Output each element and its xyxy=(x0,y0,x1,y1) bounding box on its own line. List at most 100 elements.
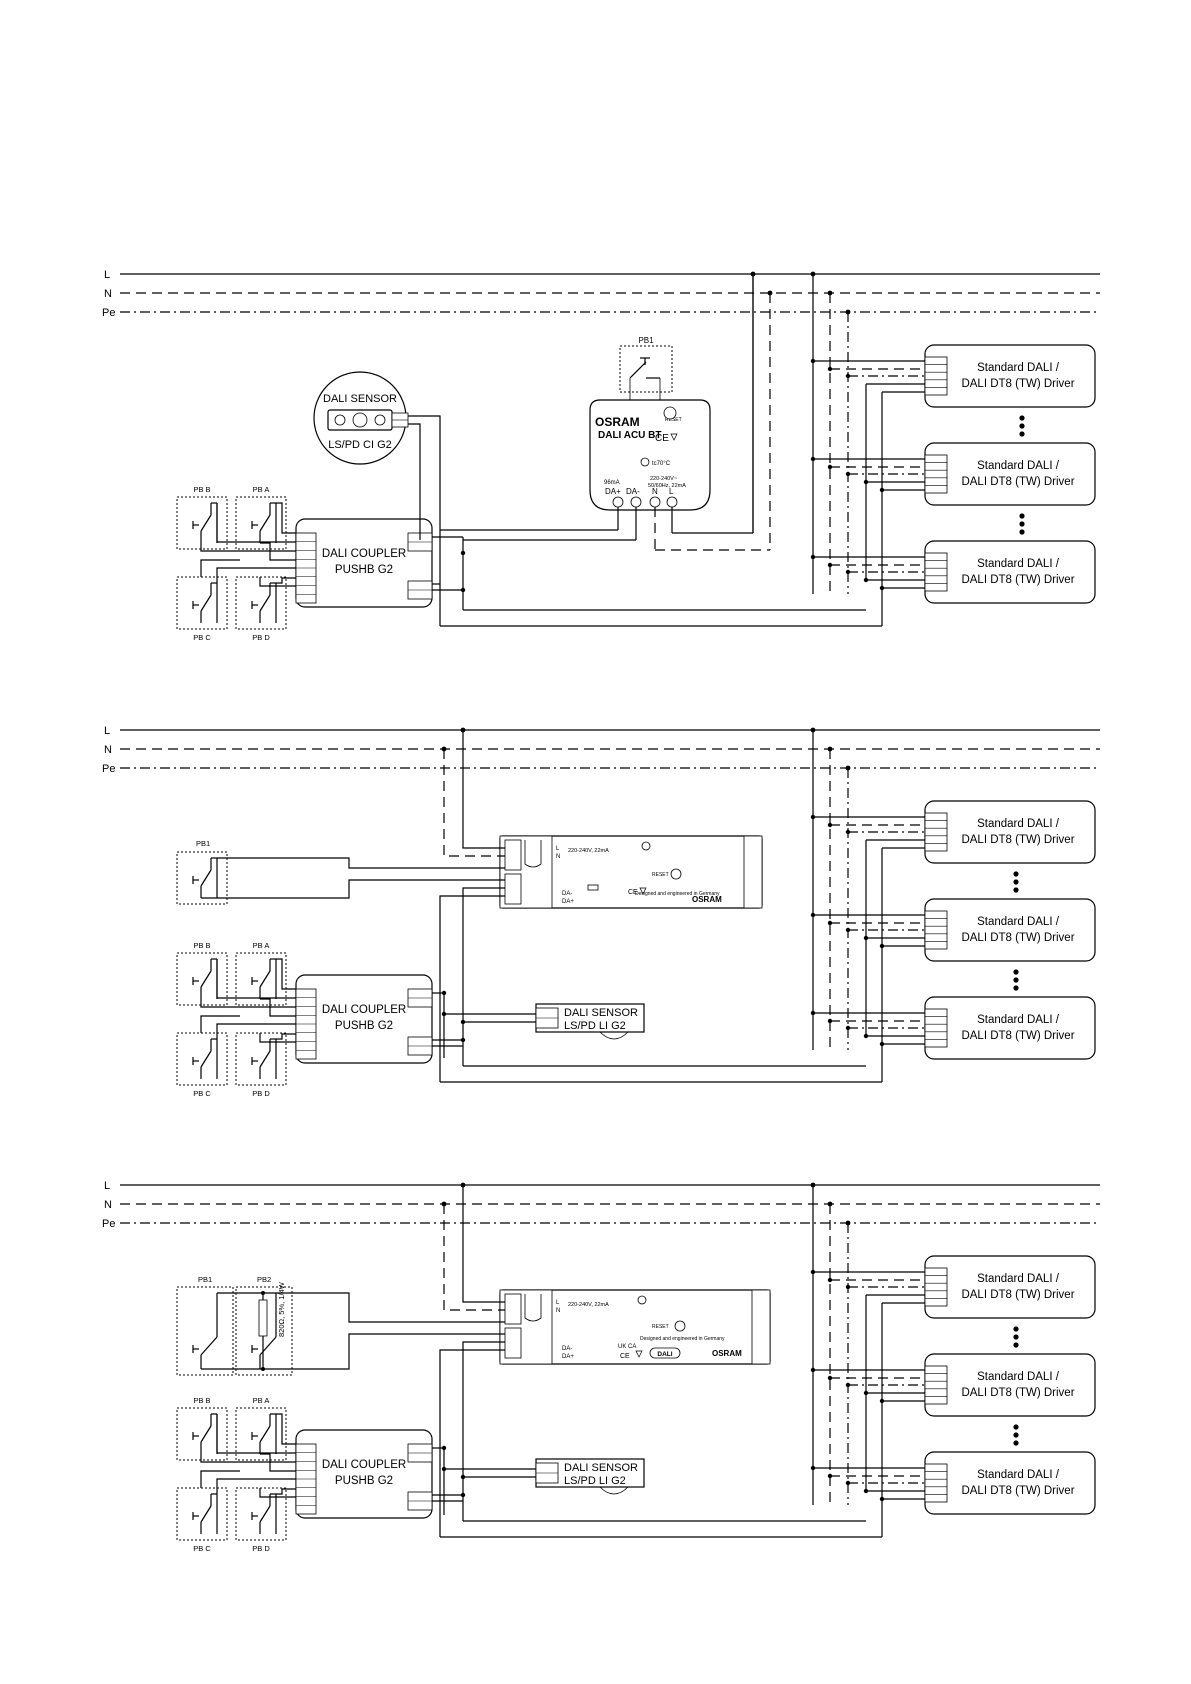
svg-text:L: L xyxy=(556,846,560,852)
svg-text:PUSHB G2: PUSHB G2 xyxy=(335,1475,393,1487)
ce-mark: CE xyxy=(628,889,638,896)
driver-label-2: DALI DT8 (TW) Driver xyxy=(961,574,1074,586)
svg-text:DALI SENSOR: DALI SENSOR xyxy=(564,1462,638,1474)
pb-b-1: PB B xyxy=(176,485,228,550)
svg-text:N: N xyxy=(104,744,112,756)
svg-text:Standard DALI /: Standard DALI / xyxy=(977,1469,1060,1481)
sensor-label-2: LS/PD CI G2 xyxy=(328,439,392,451)
acu-voltage: 220-240V~ xyxy=(650,476,677,482)
svg-text:PB C: PB C xyxy=(193,1089,211,1098)
pb1-2: PB1 xyxy=(176,839,228,905)
svg-text:DALI DT8 (TW) Driver: DALI DT8 (TW) Driver xyxy=(961,834,1074,846)
section-1: L N Pe Standard DALI / DALI DT8 (TW) Dri… xyxy=(102,269,1100,642)
svg-text:Pe: Pe xyxy=(102,763,115,775)
ce-mark: CE xyxy=(620,1353,630,1360)
svg-text:L: L xyxy=(104,1180,110,1192)
svg-text:Standard DALI /: Standard DALI / xyxy=(977,916,1060,928)
svg-text:PB C: PB C xyxy=(193,1544,211,1553)
dali-sensor-box-3: DALI SENSOR LS/PD LI G2 xyxy=(535,1458,645,1495)
svg-text:DALI COUPLER: DALI COUPLER xyxy=(322,1004,406,1016)
sensor-label-1: DALI SENSOR xyxy=(323,393,397,405)
acu-current: 96mA xyxy=(604,480,620,486)
acu-terminal-n: N xyxy=(652,487,658,496)
pb-d-1: PB D xyxy=(235,576,287,642)
svg-text:DALI COUPLER: DALI COUPLER xyxy=(322,1459,406,1471)
acu-temp: tc70°C xyxy=(652,461,671,467)
svg-text:RESET: RESET xyxy=(652,1324,669,1330)
dali-module-2: 220-240V, 22mA RESET Designed and engine… xyxy=(499,835,763,909)
acu-terminal-da-minus: DA- xyxy=(626,487,640,496)
driver-label-2: DALI DT8 (TW) Driver xyxy=(961,378,1074,390)
svg-text:220-240V, 22mA: 220-240V, 22mA xyxy=(568,1302,609,1308)
svg-text:PB A: PB A xyxy=(253,1396,270,1405)
coupler-1: DALI COUPLER PUSHB G2 xyxy=(295,518,433,608)
svg-text:L: L xyxy=(556,1300,560,1306)
svg-text:N: N xyxy=(556,1308,560,1314)
driver-label-1: Standard DALI / xyxy=(977,558,1060,570)
module-made: Designed and engineered in Germany xyxy=(635,891,720,897)
driver-1: Standard DALI / DALI DT8 (TW) Driver xyxy=(924,344,1096,408)
section-2: L N Pe Standard DALI / DALI DT8 (TW) Dri… xyxy=(102,725,1100,1098)
section-3: L N Pe Standard DALI / DALI DT8 (TW) Dri… xyxy=(102,1180,1100,1553)
ce-mark: CE xyxy=(655,433,669,444)
acu-freq: 50/60Hz, 22mA xyxy=(648,483,686,489)
svg-text:N: N xyxy=(556,854,560,860)
resistor xyxy=(258,1299,268,1337)
dali-sensor-box-2: DALI SENSOR LS/PD LI G2 xyxy=(535,1003,645,1040)
acu-terminal-l: L xyxy=(669,487,674,496)
svg-text:Standard DALI /: Standard DALI / xyxy=(977,1273,1060,1285)
svg-text:PB B: PB B xyxy=(193,941,210,950)
svg-text:PB B: PB B xyxy=(193,1396,210,1405)
ukca-mark: UK CA xyxy=(618,1344,636,1350)
bus-label-n: N xyxy=(104,288,112,300)
svg-text:PB C: PB C xyxy=(193,633,211,642)
bus-label-l: L xyxy=(104,269,110,281)
svg-text:DA-: DA- xyxy=(562,891,572,897)
svg-text:OSRAM: OSRAM xyxy=(712,1349,742,1358)
svg-text:N: N xyxy=(104,1199,112,1211)
svg-text:Standard DALI /: Standard DALI / xyxy=(977,818,1060,830)
svg-text:DA+: DA+ xyxy=(562,1354,574,1360)
dali-acu-bt-module: PB1 OSRAM DALI ACU BT RESET CE tc70°C 96… xyxy=(589,336,711,511)
pb-a-1: PB A xyxy=(235,485,287,550)
bus-label-pe: Pe xyxy=(102,307,115,319)
svg-text:PUSHB G2: PUSHB G2 xyxy=(335,1020,393,1032)
svg-text:PB A: PB A xyxy=(253,941,270,950)
pb-c-1: PB C xyxy=(176,576,228,642)
module-reset: RESET xyxy=(652,872,669,878)
svg-text:DA+: DA+ xyxy=(562,899,574,905)
driver-2: Standard DALI / DALI DT8 (TW) Driver xyxy=(924,442,1096,506)
svg-text:Standard DALI /: Standard DALI / xyxy=(977,1014,1060,1026)
svg-text:DALI SENSOR: DALI SENSOR xyxy=(564,1007,638,1019)
acu-reset: RESET xyxy=(665,417,682,423)
svg-text:PB1: PB1 xyxy=(196,839,210,848)
svg-text:Designed and engineered in Ger: Designed and engineered in Germany xyxy=(640,1336,725,1342)
pb1-frame xyxy=(619,345,673,393)
svg-text:PB D: PB D xyxy=(252,1089,270,1098)
svg-text:DALI DT8 (TW) Driver: DALI DT8 (TW) Driver xyxy=(961,932,1074,944)
acu-terminal-da-plus: DA+ xyxy=(605,487,621,496)
dali-sensor-round: DALI SENSOR LS/PD CI G2 xyxy=(313,371,409,465)
driver-label-1: Standard DALI / xyxy=(977,460,1060,472)
svg-text:Standard DALI /: Standard DALI / xyxy=(977,1371,1060,1383)
svg-text:DALI DT8 (TW) Driver: DALI DT8 (TW) Driver xyxy=(961,1387,1074,1399)
dali-logo: DALI xyxy=(657,1351,672,1358)
svg-text:Pe: Pe xyxy=(102,1218,115,1230)
dali-module-3: 220-240V, 22mA RESET Designed and engine… xyxy=(499,1289,771,1365)
driver-label-1: Standard DALI / xyxy=(977,362,1060,374)
svg-text:PB2: PB2 xyxy=(257,1275,271,1284)
pb1-3: PB1 xyxy=(176,1275,234,1376)
resistor-label: 820Ω, 5%, 1/4W xyxy=(277,1281,286,1337)
acu-model: DALI ACU BT xyxy=(598,430,662,441)
pb1-label: PB1 xyxy=(638,336,654,345)
svg-text:LS/PD LI G2: LS/PD LI G2 xyxy=(564,1475,626,1487)
svg-text:DALI DT8 (TW) Driver: DALI DT8 (TW) Driver xyxy=(961,1289,1074,1301)
svg-text:PB B: PB B xyxy=(193,485,210,494)
module-supply: 220-240V, 22mA xyxy=(568,848,609,854)
svg-text:DA-: DA- xyxy=(562,1346,572,1352)
svg-text:PB1: PB1 xyxy=(198,1275,212,1284)
svg-text:LS/PD LI G2: LS/PD LI G2 xyxy=(564,1020,626,1032)
svg-text:DALI DT8 (TW) Driver: DALI DT8 (TW) Driver xyxy=(961,1030,1074,1042)
pb2-3: PB2 820Ω, 5%, 1/4W xyxy=(235,1275,293,1376)
